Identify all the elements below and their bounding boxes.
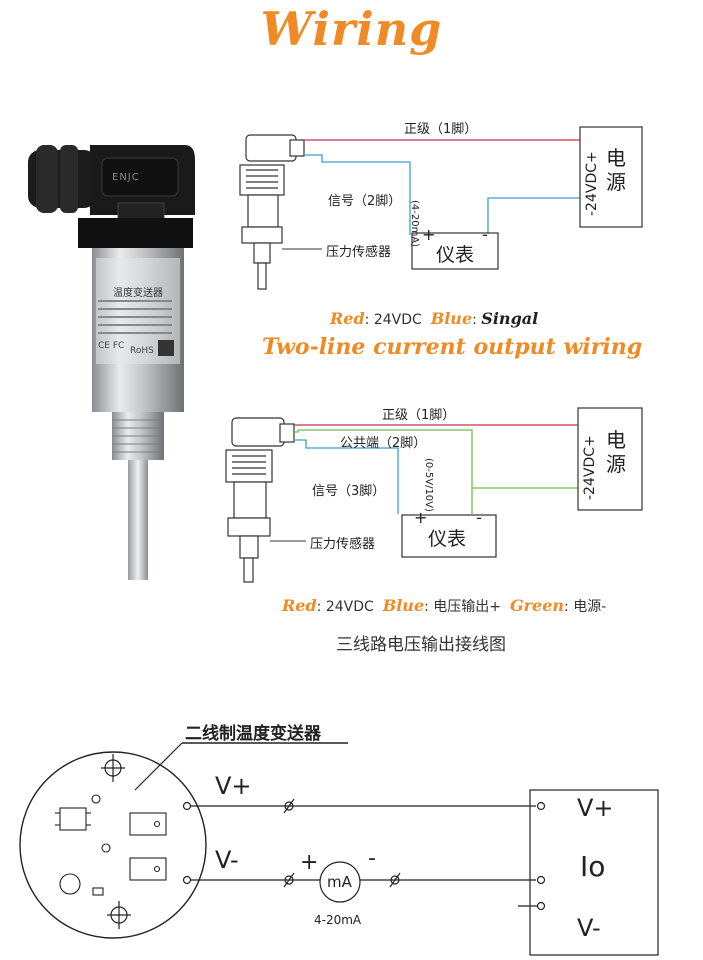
d1-meter-minus: -	[482, 225, 488, 244]
meter-box	[401, 514, 497, 558]
transmitter-housing	[19, 751, 207, 939]
ma-meter	[319, 861, 361, 903]
legend-2: Red: 24VDC Blue: 电压输出+ Green: 电源-	[282, 596, 607, 615]
d1-signal-label: 信号（2脚）	[328, 194, 402, 209]
d1-meter-plus: +	[422, 225, 436, 244]
d2-signal-label: 信号（3脚）	[312, 484, 386, 499]
caption: 三线路电压输出接线图	[336, 635, 506, 655]
d3-meter-minus: -	[368, 846, 376, 871]
d3-term-vminus: V-	[577, 914, 601, 942]
pressure-sensor-icon	[239, 134, 305, 290]
rohs-mark: RoHS	[130, 346, 154, 356]
pressure-sensor-icon	[225, 417, 295, 583]
legend2-green-key: Green	[509, 596, 565, 615]
legend1-red-key: Red	[330, 309, 365, 328]
d3-meter-label: mA	[327, 873, 352, 891]
power-supply-box	[577, 407, 643, 511]
d1-supply-label: 电源	[606, 146, 626, 194]
probe-rod	[128, 460, 148, 580]
subtitle: Two-line current output wiring	[262, 334, 643, 360]
d3-term-vplus: V+	[577, 794, 614, 822]
legend1-blue-value: Singal	[481, 309, 539, 328]
legend2-green-value: 电源-	[573, 599, 607, 615]
d2-pos-label: 正级（1脚）	[382, 408, 456, 423]
d2-supply-label: 电源	[606, 428, 626, 476]
legend2-red-key: Red	[282, 596, 317, 615]
legend1-blue-key: Blue	[430, 309, 473, 328]
d3-title: 二线制温度变送器	[185, 724, 321, 744]
plate-title: 温度变送器	[113, 288, 163, 299]
legend2-blue-key: Blue	[382, 596, 425, 615]
d1-pos-label: 正级（1脚）	[404, 122, 478, 137]
connector-brand: ENJC	[112, 172, 140, 183]
d3-vminus: V-	[215, 846, 239, 874]
d2-meter-minus: -	[476, 508, 482, 527]
d3-meter-plus: +	[300, 850, 319, 875]
legend1-red-value: 24VDC	[373, 312, 422, 328]
d2-common-label: 公共端（2脚）	[340, 436, 427, 451]
d2-meter-label: 仪表	[428, 528, 467, 550]
cable-gland-icon	[28, 145, 96, 213]
connector-head-icon	[78, 145, 195, 248]
d3-vplus: V+	[215, 772, 252, 800]
d1-meter-label: 仪表	[436, 244, 475, 266]
receiver-box	[529, 789, 659, 956]
d3-range: 4-20mA	[314, 913, 362, 927]
meter-box	[411, 232, 499, 270]
d1-sensor-label: 压力传感器	[326, 245, 392, 260]
d2-meter-plus: +	[414, 508, 428, 527]
legend2-red-value: 24VDC	[325, 599, 374, 615]
page-title: Wiring	[260, 2, 443, 56]
legend-1: Red: 24VDC Blue: Singal	[330, 309, 539, 328]
d2-sensor-label: 压力传感器	[310, 537, 376, 552]
d3-term-io: Io	[580, 850, 606, 883]
legend2-blue-value: 电压输出+	[433, 599, 502, 615]
ce-mark: CE FC	[98, 341, 125, 351]
power-supply-box	[579, 126, 643, 228]
